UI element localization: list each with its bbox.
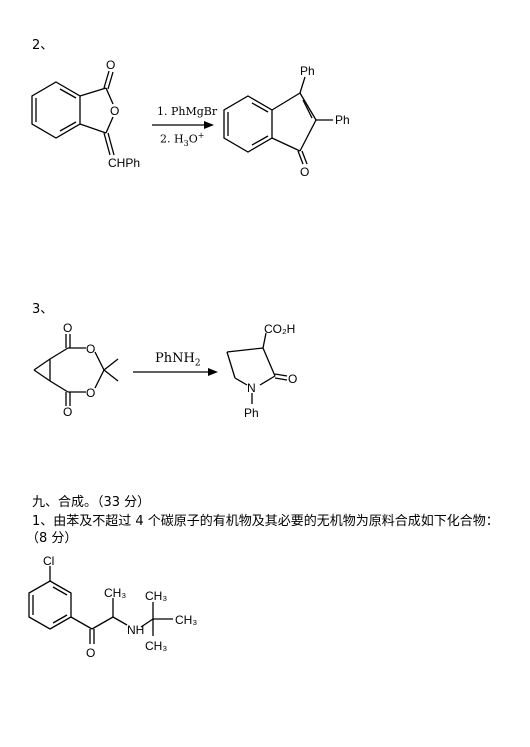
target-cl: Cl [43,554,55,568]
product-3-n-sub: Ph [244,406,259,420]
product-2-ph-top: Ph [300,64,315,78]
pyrrolidinone-product [226,332,288,404]
target-ch3-bottom: CH₃ [145,639,168,653]
chlorophenyl-ring [28,566,72,630]
reactant-3-ring-o-top: O [86,342,96,356]
product-2-ph-right: Ph [335,113,350,127]
reactant-3-ring-o-bottom: O [86,386,96,400]
reagent-2-step2-letter: O [188,132,198,146]
reaction-arrow-3 [133,368,218,376]
reagent-3-sub: 2 [194,358,201,369]
indenone-product [223,76,333,165]
reactant-2-substituent: CHPh [108,156,141,170]
propanone-chain [70,598,173,644]
reactant-3-o-bottom: O [63,405,73,419]
product-3-carbonyl-o: O [288,372,298,386]
problem-3-number: 3、 [32,302,54,317]
problem-2-number: 2、 [32,38,54,53]
reagent-2-step2-sup: + [197,131,205,140]
section-9-heading: 九、合成。（33 分） [32,495,151,510]
reactant-2-ring-o: O [110,104,120,118]
phthalide-reactant [31,70,115,156]
reagent-2-step2: 2. H3O+ [160,128,204,152]
target-nh: NH [127,623,145,637]
reactant-3-o-top: O [63,321,73,335]
target-ch3-top: CH₃ [145,589,168,603]
reaction-arrow-2 [152,121,214,129]
question-1-text: 1、由苯及不超过 4 个碳原子的有机物及其必要的无机物为原料合成如下化合物： [32,514,499,529]
reagent-2-step2-sub: 3 [183,138,189,148]
product-3-n: N [247,381,256,395]
reagent-3-prefix: PhNH [155,351,195,366]
target-ch3-side: CH₃ [104,586,127,600]
product-2-carbonyl-o: O [300,165,310,179]
reagent-3: PhNH2 [155,351,201,372]
target-ch3-right: CH₃ [175,613,198,627]
target-o: O [86,646,96,660]
reagent-2-step2-prefix: 2. H [160,132,184,146]
product-3-acid: CO₂H [264,322,296,336]
reactant-2-carbonyl-o: O [106,58,116,72]
meldrum-spiro-reactant [33,334,119,406]
reagent-2-step1: 1. PhMgBr [157,105,218,118]
question-1-points: （8 分） [26,531,78,546]
